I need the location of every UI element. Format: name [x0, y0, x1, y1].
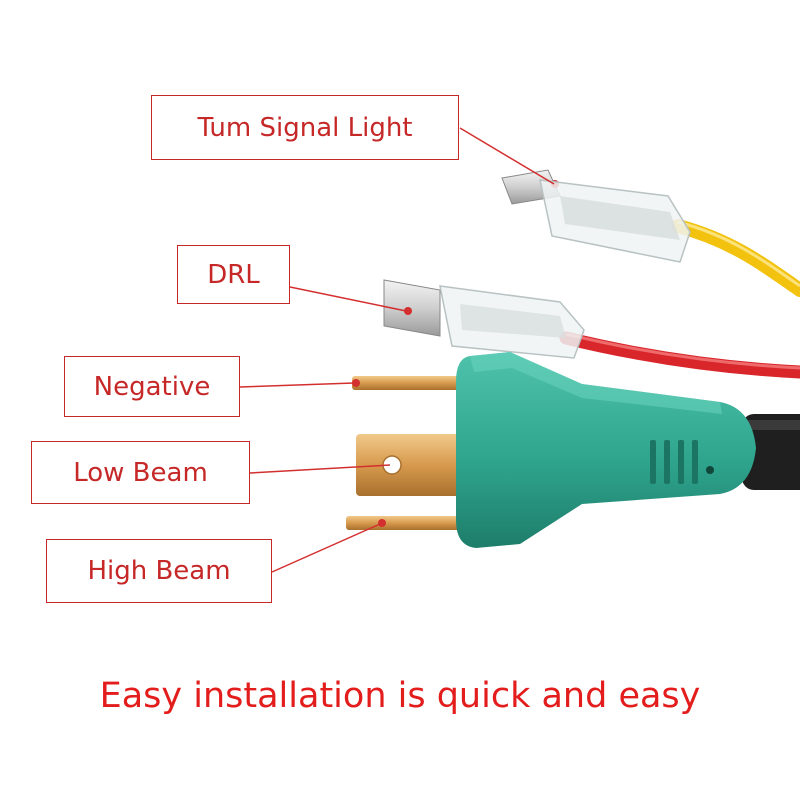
- low-beam-label: Low Beam: [31, 441, 250, 504]
- turn-signal-label-text: Tum Signal Light: [197, 112, 413, 143]
- turn-signal-terminal: [501, 169, 691, 263]
- wires: [559, 219, 800, 490]
- low-beam-blade: [356, 434, 460, 496]
- red-wire: [559, 331, 800, 379]
- high-beam-blade: [346, 516, 460, 530]
- high-beam-label-text: High Beam: [87, 556, 231, 586]
- pointer-lines: [239, 127, 555, 573]
- negative-label-text: Negative: [93, 371, 211, 402]
- drl-terminal: [383, 279, 585, 359]
- black-cable: [742, 414, 800, 490]
- plug-body: [456, 352, 756, 548]
- turn-signal-label: Tum Signal Light: [151, 95, 459, 160]
- negative-label: Negative: [64, 356, 240, 417]
- plug-ridges: [650, 440, 698, 484]
- high-beam-label: High Beam: [46, 539, 272, 603]
- yellow-wire: [671, 219, 800, 297]
- low-beam-label-text: Low Beam: [73, 457, 208, 488]
- caption: Easy installation is quick and easy: [99, 676, 701, 716]
- negative-blade: [352, 376, 462, 390]
- drl-label: DRL: [177, 245, 290, 304]
- drl-label-text: DRL: [207, 259, 260, 290]
- plug-blades: [346, 376, 462, 530]
